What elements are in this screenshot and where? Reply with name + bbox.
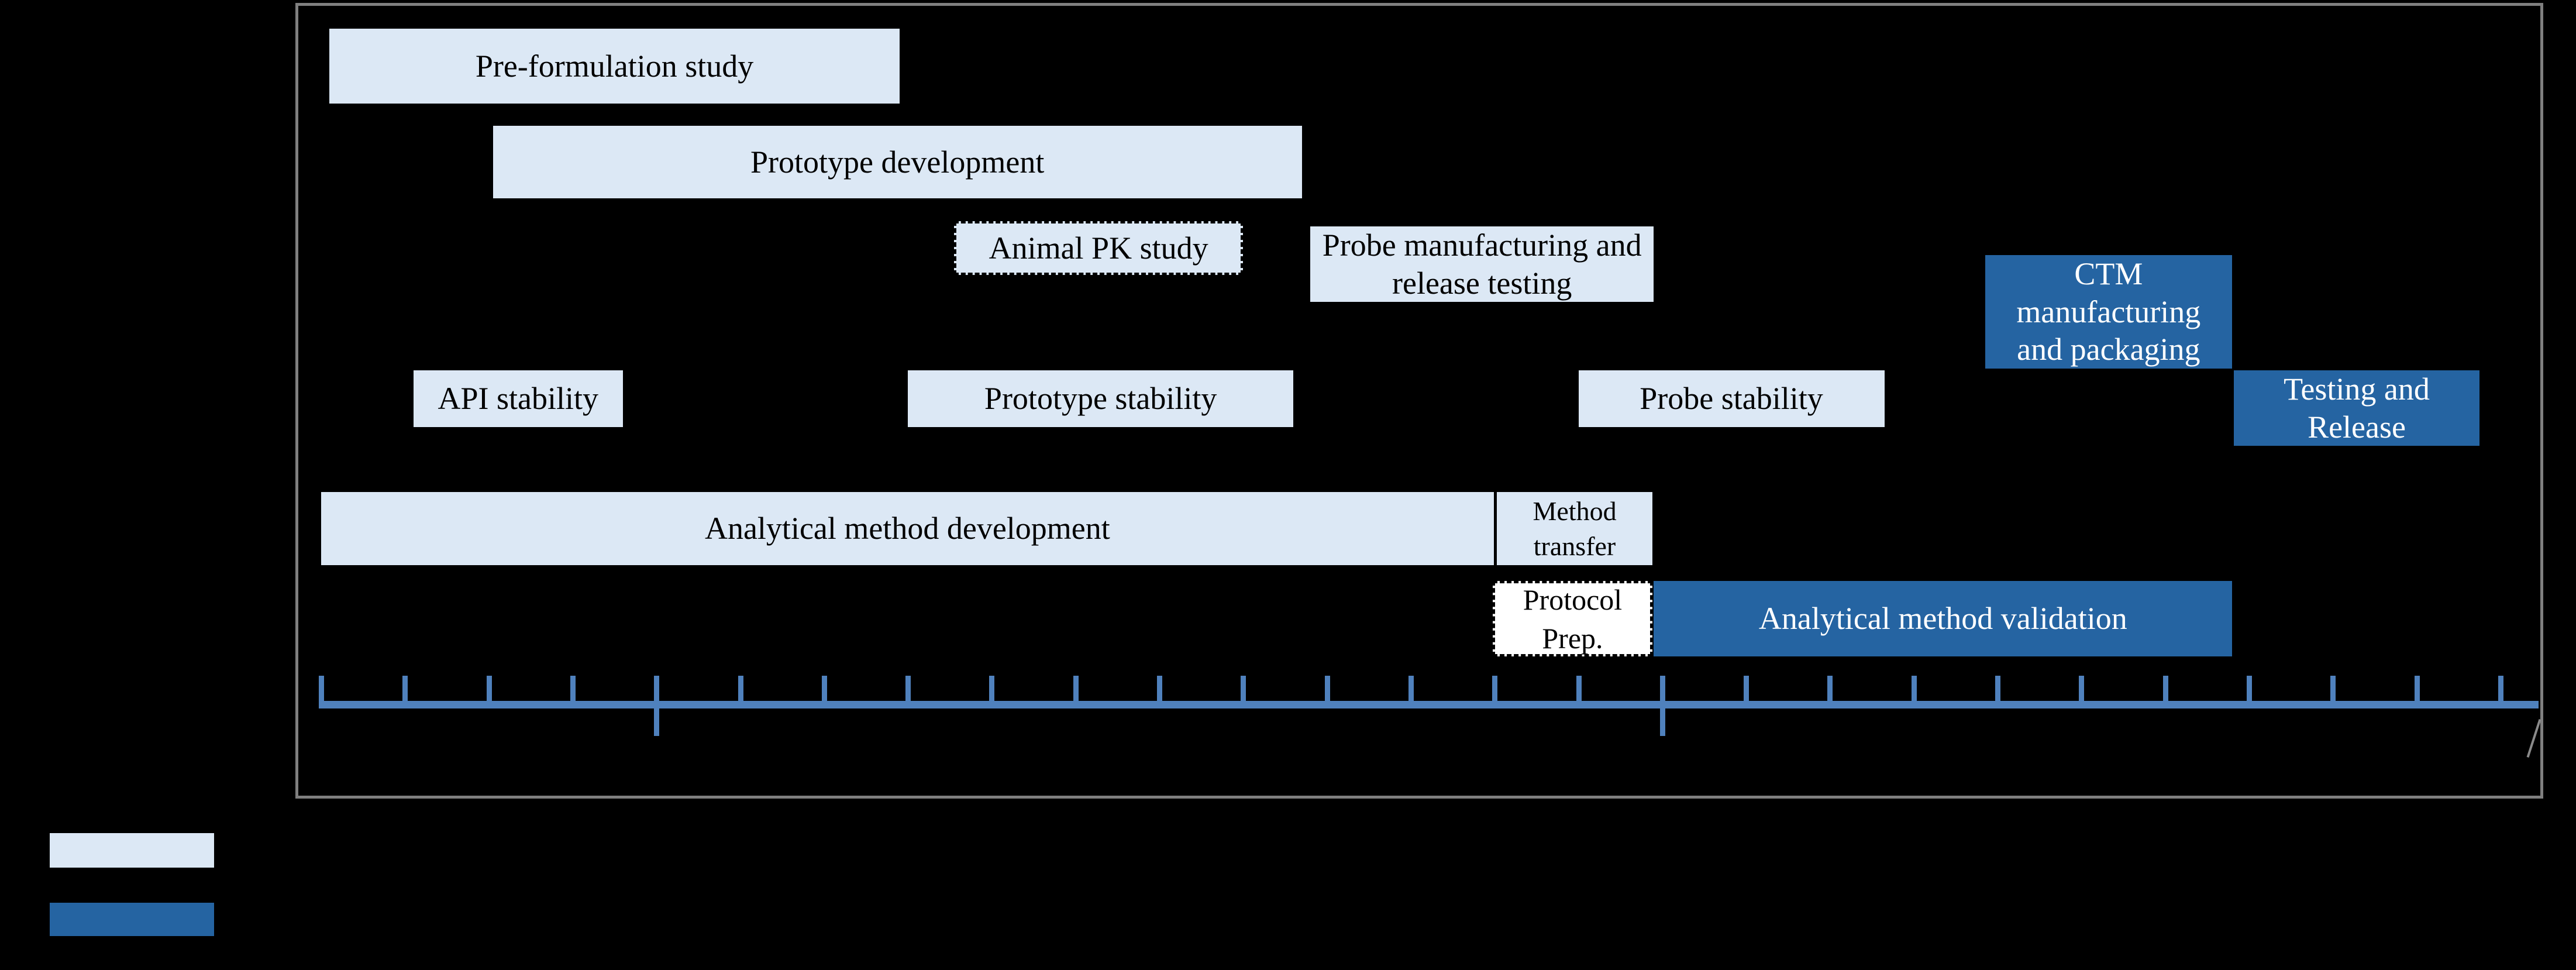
task-label: Pre-formulation study	[475, 48, 754, 84]
task-bar-prototype-development: Prototype development	[493, 126, 1302, 198]
task-bar-pre-formulation-study: Pre-formulation study	[329, 29, 900, 104]
minor-tick	[1827, 676, 1833, 705]
minor-tick	[738, 676, 743, 705]
task-label: Testing and Release	[2284, 371, 2430, 445]
minor-tick	[1408, 676, 1414, 705]
task-label: Prototype stability	[984, 381, 1217, 417]
minor-tick	[2246, 676, 2252, 705]
minor-tick	[2414, 676, 2420, 705]
task-bar-analytical-method-development: Analytical method development	[321, 492, 1494, 565]
minor-tick	[1157, 676, 1162, 705]
task-bar-animal-pk-study: Animal PK study	[953, 221, 1244, 275]
minor-tick	[1073, 676, 1079, 705]
task-bar-analytical-method-validation: Analytical method validation	[1654, 581, 2233, 656]
task-label: CTM manufacturing and packaging	[2016, 256, 2201, 367]
minor-tick	[1492, 676, 1498, 705]
minor-tick	[402, 676, 408, 705]
minor-tick	[2498, 676, 2503, 705]
minor-tick	[1324, 676, 1330, 705]
minor-tick	[2079, 676, 2085, 705]
minor-tick	[989, 676, 995, 705]
task-bar-testing-and-release: Testing and Release	[2234, 370, 2479, 446]
minor-tick	[905, 676, 911, 705]
legend-swatch-light	[50, 833, 214, 868]
task-label: Analytical method development	[704, 511, 1110, 546]
legend-swatch-dark	[50, 903, 214, 936]
minor-tick	[1241, 676, 1246, 705]
minor-tick	[1576, 676, 1582, 705]
task-label: Animal PK study	[989, 230, 1208, 266]
major-tick	[1659, 676, 1665, 736]
minor-tick	[1995, 676, 2000, 705]
minor-tick	[2162, 676, 2168, 705]
task-label: Probe manufacturing and release testing	[1322, 227, 1642, 301]
minor-tick	[2330, 676, 2336, 705]
chart-frame	[295, 3, 2543, 799]
task-bar-ctm-manufacturing: CTM manufacturing and packaging	[1985, 255, 2233, 369]
task-bar-probe-stability: Probe stability	[1578, 370, 1885, 427]
timeline-baseline	[319, 701, 2539, 708]
task-bar-probe-manufacturing: Probe manufacturing and release testing	[1310, 226, 1654, 302]
task-label: Probe stability	[1640, 381, 1823, 417]
minor-tick	[570, 676, 576, 705]
minor-tick	[821, 676, 827, 705]
minor-tick	[1911, 676, 1917, 705]
task-bar-method-transfer: Method transfer	[1497, 492, 1652, 565]
minor-tick	[486, 676, 492, 705]
task-bar-api-stability: API stability	[413, 370, 623, 427]
major-tick	[654, 676, 660, 736]
minor-tick	[1744, 676, 1750, 705]
task-label: Prototype development	[750, 144, 1045, 180]
task-label: Protocol Prep.	[1523, 583, 1623, 655]
task-bar-protocol-prep: Protocol Prep.	[1493, 581, 1652, 656]
task-label: Analytical method validation	[1758, 601, 2127, 637]
minor-tick	[319, 676, 324, 705]
task-bar-prototype-stability: Prototype stability	[908, 370, 1294, 427]
task-label: API stability	[438, 381, 598, 417]
task-label: Method transfer	[1532, 496, 1617, 561]
